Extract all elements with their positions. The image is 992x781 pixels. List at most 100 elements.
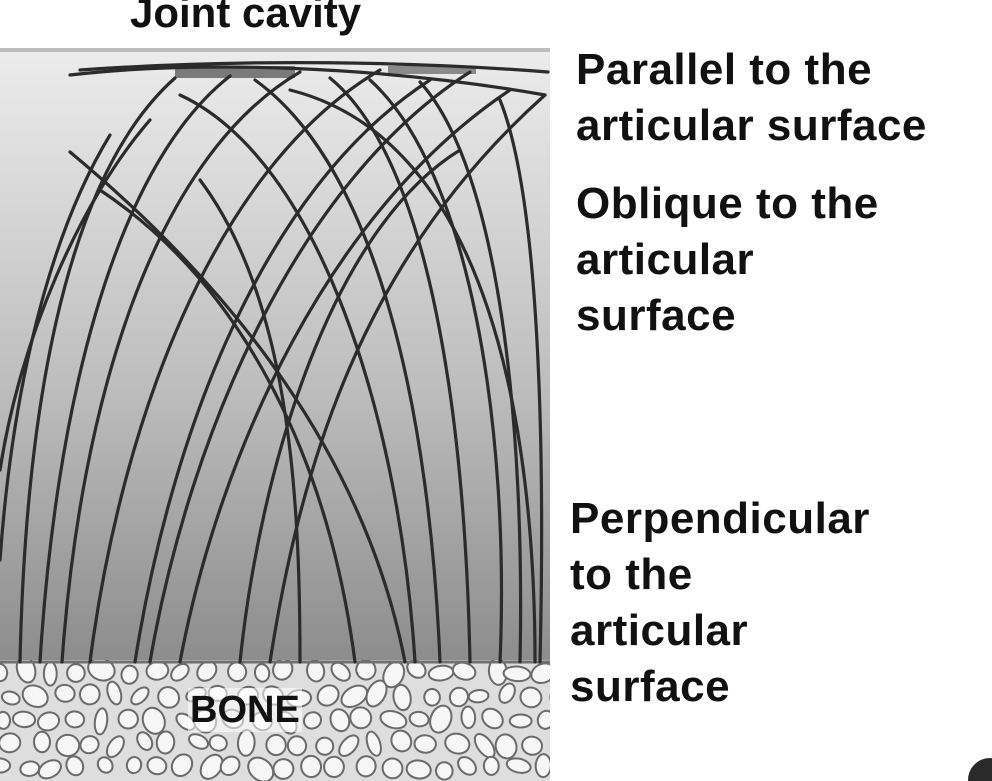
collagen-fiber bbox=[238, 148, 462, 664]
bone-trabecula bbox=[405, 759, 432, 780]
collagen-fiber bbox=[148, 70, 472, 664]
bone-trabecula bbox=[521, 735, 544, 756]
bone-trabecula bbox=[519, 686, 543, 709]
bone-trabecula bbox=[306, 660, 326, 683]
bone-trabecula bbox=[494, 733, 518, 760]
bone-trabecula bbox=[330, 661, 351, 682]
collagen-fiber bbox=[18, 76, 177, 664]
bone-trabecula bbox=[93, 707, 109, 736]
oblique-label-line-1: Oblique to the bbox=[576, 179, 879, 228]
bone-trabecula bbox=[349, 706, 373, 730]
bone-trabecula bbox=[381, 757, 404, 780]
bone-trabecula bbox=[300, 754, 323, 779]
collagen-fiber bbox=[253, 78, 442, 664]
bone-trabecula bbox=[141, 706, 166, 735]
bone-trabecula bbox=[130, 686, 150, 706]
bone-trabecula bbox=[253, 663, 271, 683]
bone-trabecula bbox=[467, 689, 490, 704]
bone-trabecula bbox=[286, 735, 308, 757]
bone-trabecula bbox=[551, 730, 568, 755]
bone-trabecula bbox=[66, 663, 86, 683]
bone-trabecula bbox=[329, 708, 351, 733]
bone-trabecula bbox=[481, 707, 504, 730]
bone-trabecula bbox=[219, 755, 241, 777]
bone-trabecula bbox=[0, 710, 12, 730]
bone-trabecula bbox=[379, 710, 408, 730]
subchondral-bone bbox=[0, 660, 568, 781]
bone-trabecula bbox=[208, 734, 228, 752]
collagen-fiber bbox=[68, 65, 547, 97]
bone-trabecula bbox=[390, 729, 413, 753]
parallel-label-line-1: Parallel to the bbox=[576, 45, 873, 94]
bone-trabecula bbox=[457, 756, 477, 776]
bone-trabecula bbox=[338, 734, 360, 757]
bone-trabecula bbox=[0, 732, 22, 754]
collagen-fiber bbox=[0, 118, 152, 472]
bone-trabecula bbox=[482, 755, 500, 776]
bone-trabecula bbox=[199, 753, 224, 780]
bone-trabecula bbox=[32, 730, 52, 754]
bone-trabecula bbox=[54, 683, 76, 703]
collagen-fiber bbox=[88, 68, 382, 664]
bone-trabecula bbox=[340, 684, 369, 708]
bone-trabecula bbox=[146, 756, 168, 776]
bone-trabecula bbox=[247, 756, 275, 781]
bone-label: BONE bbox=[188, 688, 302, 732]
oblique-label-line-2: articular bbox=[576, 235, 755, 284]
bone-trabecula bbox=[136, 731, 154, 751]
bone-trabecula bbox=[170, 662, 190, 682]
bone-trabecula bbox=[155, 730, 176, 755]
bone-trabecula bbox=[498, 682, 516, 704]
bone-trabecula bbox=[117, 708, 139, 730]
bone-trabecula bbox=[87, 660, 116, 682]
bone-trabecula bbox=[120, 664, 139, 685]
collagen-fiber bbox=[268, 93, 547, 664]
bone-trabecula bbox=[64, 710, 86, 729]
collagen-fiber bbox=[198, 178, 302, 664]
collagen-fiber bbox=[98, 188, 357, 664]
bone-trabecula bbox=[323, 755, 345, 778]
bone-trabecula bbox=[96, 756, 114, 774]
collagen-fiber bbox=[288, 88, 537, 664]
joint-cavity-title: Joint cavity bbox=[130, 0, 362, 36]
perpendicular-label-line-3: articular bbox=[570, 606, 749, 655]
collagen-fiber bbox=[133, 78, 432, 664]
bone-trabecula bbox=[55, 733, 81, 758]
bone-trabecula bbox=[78, 683, 101, 706]
collagen-fibers bbox=[0, 61, 550, 664]
collagen-fiber bbox=[178, 93, 417, 664]
bone-trabecula bbox=[272, 758, 295, 780]
perpendicular-label: Perpendicular to the articular surface bbox=[570, 491, 870, 715]
bone-trabecula bbox=[170, 753, 194, 778]
oblique-label-line-3: surface bbox=[576, 291, 737, 340]
bone-trabecula bbox=[0, 757, 12, 774]
oblique-label: Oblique to the articular surface bbox=[576, 176, 879, 344]
bone-trabecula bbox=[429, 704, 453, 734]
bone-trabecula bbox=[355, 755, 377, 778]
collagen-fiber bbox=[60, 70, 302, 664]
perpendicular-label-line-4: surface bbox=[570, 662, 731, 711]
bone-trabecula bbox=[508, 713, 533, 729]
bone-trabecula bbox=[65, 755, 85, 777]
collagen-fiber bbox=[328, 76, 472, 664]
collagen-fiber bbox=[498, 98, 544, 664]
bone-trabecula bbox=[0, 690, 21, 706]
bone-trabecula bbox=[79, 735, 100, 755]
bone-trabecula bbox=[448, 686, 469, 708]
bone-trabecula bbox=[302, 711, 323, 730]
bone-trabecula bbox=[434, 761, 454, 781]
parallel-label-line-2: articular surface bbox=[576, 101, 927, 150]
parallel-label: Parallel to the articular surface bbox=[576, 42, 927, 154]
bone-trabecula bbox=[530, 662, 550, 684]
bone-trabecula bbox=[0, 662, 9, 683]
bone-trabecula bbox=[365, 730, 382, 757]
bone-trabecula bbox=[534, 753, 550, 779]
bone-trabecula bbox=[21, 684, 49, 708]
bone-trabecula bbox=[265, 733, 287, 757]
bone-trabecula bbox=[11, 710, 37, 729]
bone-trabecula bbox=[236, 729, 256, 757]
bone-trabecula bbox=[316, 684, 340, 707]
bone-trabecula bbox=[408, 710, 430, 728]
